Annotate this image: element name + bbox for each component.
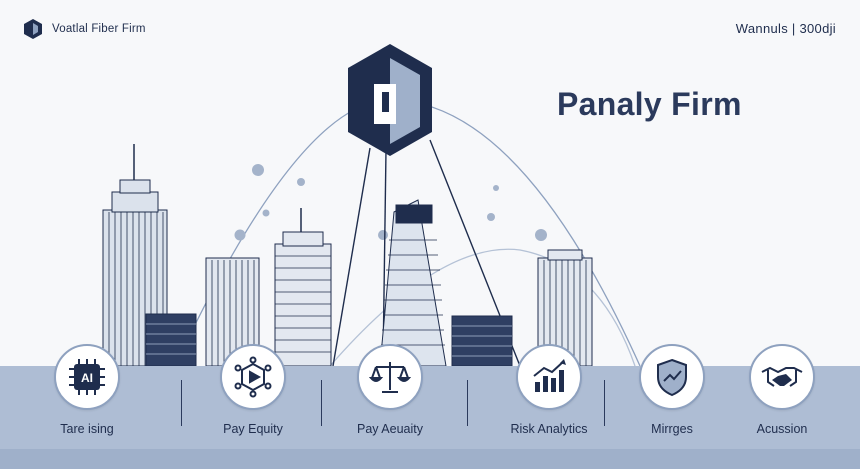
feature-item-ai[interactable]: AI Tare ising bbox=[27, 344, 147, 436]
feature-label: Mirrges bbox=[651, 422, 693, 436]
hero-title: Panaly Firm bbox=[557, 86, 742, 122]
brand-name: Voatlal Fiber Firm bbox=[52, 23, 146, 35]
feature-item-risk-analytics[interactable]: Risk Analytics bbox=[489, 344, 609, 436]
header: Voatlal Fiber Firm Wannuls | 300dji bbox=[0, 0, 860, 60]
ai-chip-icon: AI bbox=[69, 359, 105, 395]
feature-icon-circle bbox=[639, 344, 705, 410]
feature-label: Pay Aeuaity bbox=[356, 422, 423, 436]
network-video-icon bbox=[234, 356, 272, 398]
feature-label: Acussion bbox=[756, 422, 808, 436]
bar-chart-icon bbox=[533, 359, 566, 392]
feature-icon-circle: AI bbox=[54, 344, 120, 410]
divider bbox=[321, 380, 322, 426]
buildings bbox=[102, 144, 593, 367]
feature-item-mirrges[interactable]: Mirrges bbox=[612, 344, 732, 436]
feature-item-pay-equity[interactable]: Pay Equity bbox=[193, 344, 313, 436]
feature-icon-circle bbox=[516, 344, 582, 410]
hexagon-logo-icon bbox=[348, 44, 432, 156]
feature-icon-circle bbox=[749, 344, 815, 410]
feature-icon-circle bbox=[220, 344, 286, 410]
divider bbox=[604, 380, 605, 426]
ai-chip-text: AI bbox=[81, 371, 93, 385]
brand-logo-icon bbox=[24, 19, 42, 39]
brand[interactable]: Voatlal Fiber Firm bbox=[22, 18, 146, 40]
feature-icon-circle bbox=[357, 344, 423, 410]
feature-band-footer bbox=[0, 449, 860, 469]
feature-item-pay-aeuaity[interactable]: Pay Aeuaity bbox=[330, 344, 450, 436]
header-right-text: Wannuls | 300dji bbox=[735, 21, 836, 36]
feature-label: Pay Equity bbox=[223, 422, 283, 436]
scales-icon bbox=[369, 362, 411, 393]
network-nodes bbox=[234, 164, 547, 241]
feature-item-acussion[interactable]: Acussion bbox=[722, 344, 842, 436]
divider bbox=[181, 380, 182, 426]
handshake-icon bbox=[761, 366, 803, 387]
feature-label: Tare ising bbox=[60, 422, 114, 436]
shield-chart-icon bbox=[657, 358, 687, 397]
divider bbox=[467, 380, 468, 426]
feature-label: Risk Analytics bbox=[510, 422, 588, 436]
